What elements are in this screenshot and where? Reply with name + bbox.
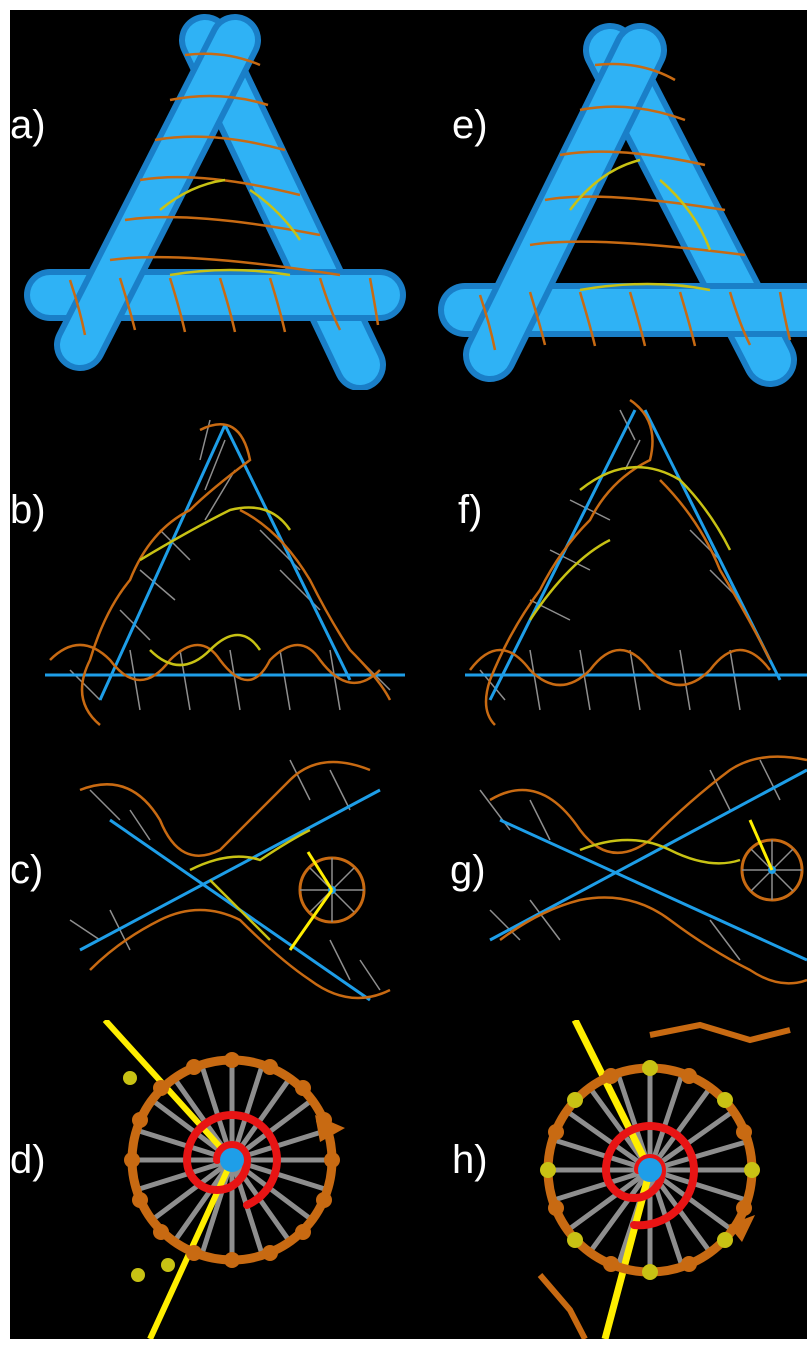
panel-g: g) (410, 740, 807, 1020)
panel-a-label: a) (10, 103, 46, 147)
panel-d-graphic (102, 1020, 345, 1339)
panel-b-graphic (45, 419, 405, 726)
panel-b-label: b) (10, 488, 46, 532)
strands (79, 760, 391, 1000)
panel-c-graphic (69, 759, 391, 1002)
helix-axis-center (638, 1158, 662, 1182)
panel-d-label: d) (10, 1138, 46, 1182)
backbone-ring (124, 1052, 345, 1268)
helix-axis-center (220, 1148, 244, 1172)
strand-wrap (68, 52, 380, 336)
strand-wrap (478, 62, 792, 351)
panel-e-graphic (438, 23, 807, 387)
panel-d: d) (10, 1020, 410, 1339)
helix-axes (79, 788, 381, 1002)
strands (469, 398, 772, 726)
base-pairs (479, 759, 781, 961)
panel-c-label: c) (10, 848, 44, 892)
arrowhead-icon (315, 1115, 345, 1142)
panel-g-graphic (479, 755, 807, 985)
red-spiral (182, 1111, 282, 1209)
helix-axes (45, 424, 405, 701)
panel-f-graphic (465, 398, 807, 726)
strands (489, 755, 807, 985)
cylinder-model (24, 14, 406, 390)
panel-f: f) (410, 380, 807, 740)
yellow-strand (123, 1071, 175, 1282)
panel-e: e) (410, 10, 807, 390)
panel-f-label: f) (458, 488, 483, 532)
backbone-ring (540, 1060, 760, 1280)
panel-e-label: e) (452, 103, 488, 147)
strands (49, 423, 392, 726)
base-pairs (479, 409, 741, 711)
panel-g-label: g) (450, 848, 486, 892)
panel-b: b) (10, 380, 410, 740)
panel-h-label: h) (452, 1138, 488, 1182)
panel-a-graphic (24, 14, 406, 390)
side-strands (537, 1021, 791, 1339)
panel-h-graphic (537, 1020, 791, 1339)
panel-a: a) (10, 10, 410, 390)
base-pairs (69, 759, 381, 991)
panel-c: c) (10, 740, 410, 1020)
helix-axes (489, 768, 807, 962)
arrowhead-icon (728, 1215, 755, 1242)
figure-canvas: a) e) (10, 10, 807, 1339)
panel-h: h) (410, 1020, 807, 1339)
